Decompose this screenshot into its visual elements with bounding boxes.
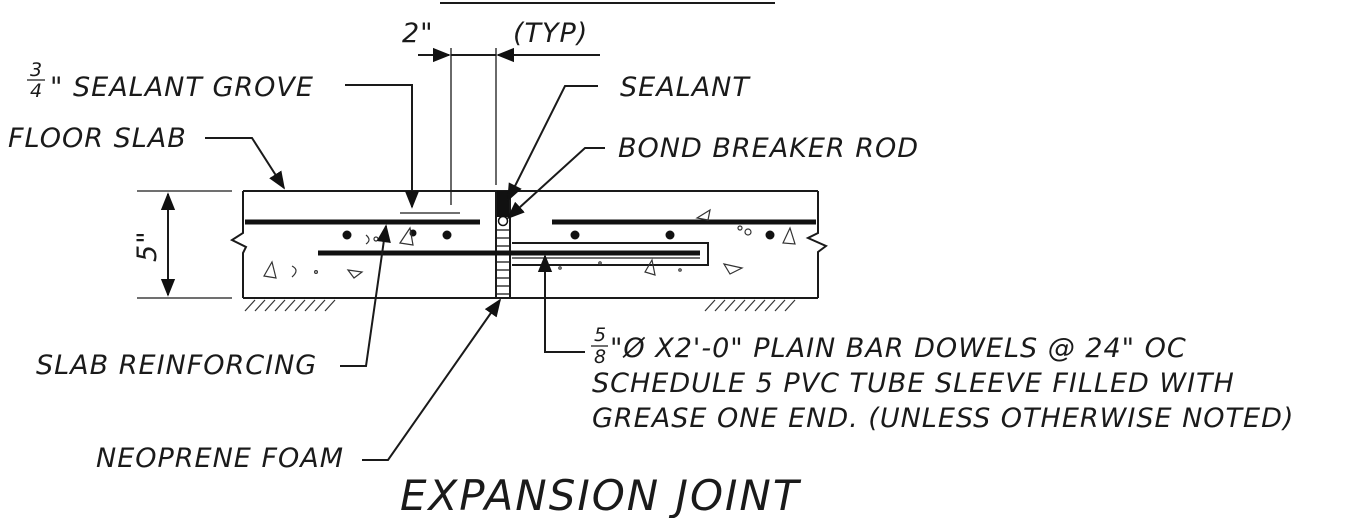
slab-reinforcing-callout: SLAB REINFORCING bbox=[36, 224, 391, 381]
dowel-bar bbox=[318, 242, 709, 266]
svg-text:NEOPRENE FOAM: NEOPRENE FOAM bbox=[96, 443, 344, 474]
svg-text:GREASE ONE END. (UNLESS OTH: GREASE ONE END. (UNLESS OTHERWISE NOTED) bbox=[592, 403, 1294, 434]
svg-text:" SEALANT GROVE: " SEALANT GROVE bbox=[50, 72, 314, 103]
concrete-aggregate bbox=[263, 208, 796, 279]
sealant-grove-callout: 3 4 " SEALANT GROVE bbox=[27, 59, 420, 209]
neoprene-foam-fill bbox=[497, 229, 509, 295]
sealant-callout: SEALANT bbox=[507, 72, 751, 202]
svg-text:SLAB REINFORCING: SLAB REINFORCING bbox=[36, 350, 317, 381]
svg-text:5: 5 bbox=[594, 324, 607, 346]
svg-text:FLOOR SLAB: FLOOR SLAB bbox=[8, 123, 187, 154]
sealant-fill bbox=[497, 191, 509, 217]
slab-thickness-dimension: 5" bbox=[132, 190, 232, 299]
slab-thickness-label: 5" bbox=[132, 230, 163, 262]
joint-width-dimension: 2" (TYP) bbox=[402, 18, 600, 205]
bond-breaker-rod-callout: BOND BREAKER ROD bbox=[506, 133, 919, 220]
svg-text:"Ø X2'-0" PLAIN BAR DOWELS @ 2: "Ø X2'-0" PLAIN BAR DOWELS @ 24" OC bbox=[610, 333, 1187, 364]
svg-text:4: 4 bbox=[30, 80, 43, 102]
joint bbox=[495, 191, 511, 298]
ground-hatch-right bbox=[704, 299, 796, 312]
typ-note: (TYP) bbox=[513, 18, 588, 49]
svg-text:BOND BREAKER ROD: BOND BREAKER ROD bbox=[618, 133, 919, 164]
neoprene-foam-callout: NEOPRENE FOAM bbox=[96, 298, 502, 474]
rebar-dots bbox=[342, 229, 775, 240]
svg-text:8: 8 bbox=[594, 346, 607, 368]
svg-text:SEALANT: SEALANT bbox=[620, 72, 751, 103]
floor-slab-callout: FLOOR SLAB bbox=[8, 123, 285, 190]
ground-hatch-left bbox=[244, 299, 336, 312]
bond-breaker-rod bbox=[497, 215, 509, 227]
slab-outline bbox=[229, 190, 828, 299]
svg-text:3: 3 bbox=[30, 59, 43, 81]
dowel-callout: 5 8 "Ø X2'-0" PLAIN BAR DOWELS @ 24" OC … bbox=[537, 254, 1294, 434]
slab-reinforcing-bars bbox=[245, 212, 816, 225]
svg-text:SCHEDULE 5 PVC TUBE SLEEVE FIL: SCHEDULE 5 PVC TUBE SLEEVE FILLED WITH bbox=[592, 368, 1235, 399]
joint-width-label: 2" bbox=[402, 18, 434, 49]
drawing-title: EXPANSION JOINT bbox=[400, 471, 802, 518]
